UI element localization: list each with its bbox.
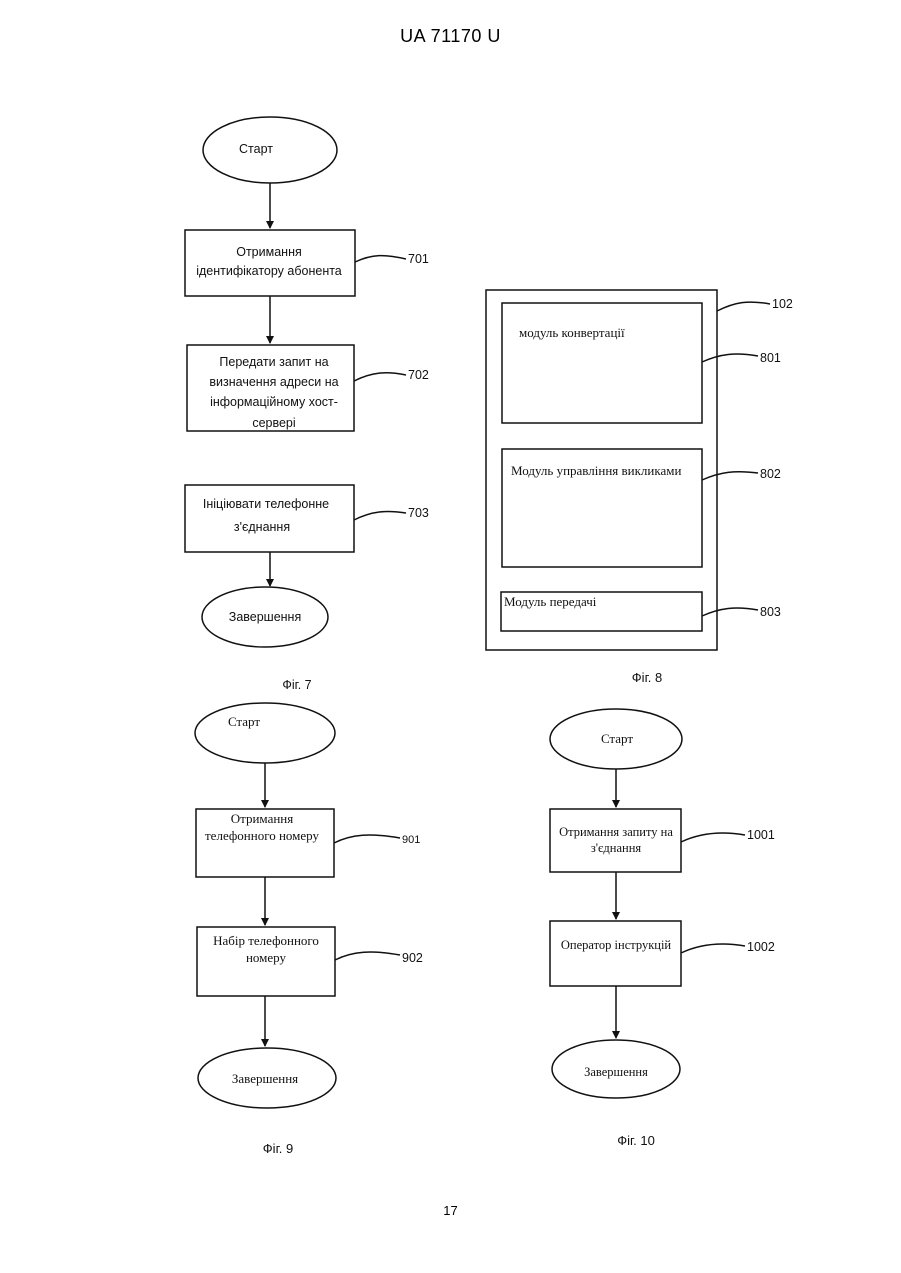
- fig7-ref-703: 703: [408, 506, 429, 520]
- fig9-start-node: [195, 703, 335, 763]
- fig8-ref-801: 801: [760, 351, 781, 365]
- fig7-step3-line1: Ініціювати телефонне: [203, 497, 329, 511]
- fig8-module3-label: Модуль передачі: [504, 594, 597, 609]
- figure-10: [550, 709, 745, 1098]
- fig9-step1-line2: телефонного номеру: [205, 828, 319, 843]
- fig7-leader-702: [354, 373, 406, 381]
- fig7-leader-703: [354, 511, 406, 520]
- fig9-start-label: Старт: [228, 714, 260, 729]
- fig8-ref-802: 802: [760, 467, 781, 481]
- fig8-module2-label: Модуль управління викликами: [511, 463, 681, 478]
- fig10-start-label: Старт: [601, 731, 633, 746]
- fig9-end-label: Завершення: [232, 1071, 298, 1086]
- fig7-step1-box: [185, 230, 355, 296]
- fig9-step2-line2: номеру: [246, 950, 287, 965]
- fig10-ref-1002: 1002: [747, 940, 775, 954]
- fig7-step3-line2: з'єднання: [234, 520, 290, 534]
- fig10-caption: Фіг. 10: [617, 1133, 655, 1148]
- fig7-ref-701: 701: [408, 252, 429, 266]
- fig8-caption: Фіг. 8: [632, 670, 662, 685]
- fig10-step1-line2: з'єднання: [591, 841, 642, 855]
- fig7-step3-box: [185, 485, 354, 552]
- fig9-caption: Фіг. 9: [263, 1141, 293, 1156]
- fig8-module1-label: модуль конвертації: [519, 325, 625, 340]
- fig7-step1-line1: Отримання: [236, 245, 302, 259]
- fig8-leader-102: [717, 302, 770, 311]
- fig7-step2-line3: інформаційному хост-: [210, 395, 338, 409]
- fig8-module1-box: [502, 303, 702, 423]
- fig7-step1-line2: ідентифікатору абонента: [196, 264, 342, 278]
- fig8-ref-102: 102: [772, 297, 793, 311]
- page-number: 17: [0, 1203, 901, 1218]
- fig7-ref-702: 702: [408, 368, 429, 382]
- figure-9: [195, 703, 400, 1108]
- fig9-leader-902: [335, 952, 400, 960]
- fig7-step2-line2: визначення адреси на: [209, 375, 338, 389]
- fig7-end-label: Завершення: [229, 610, 301, 624]
- fig10-step2-box: [550, 921, 681, 986]
- fig7-start-label: Старт: [239, 142, 273, 156]
- fig10-ref-1001: 1001: [747, 828, 775, 842]
- fig7-step2-line4: сервері: [252, 416, 295, 430]
- fig10-step2-line1: Оператор інструкцій: [561, 938, 672, 952]
- fig10-step1-line1: Отримання запиту на: [559, 825, 673, 839]
- fig9-ref-901: 901: [402, 834, 420, 846]
- fig10-end-label: Завершення: [584, 1065, 648, 1079]
- fig8-ref-803: 803: [760, 605, 781, 619]
- fig7-step2-line1: Передати запит на: [219, 355, 328, 369]
- fig9-step1-line1: Отримання: [231, 811, 294, 826]
- fig9-leader-901: [334, 835, 400, 843]
- fig10-leader-1002: [681, 944, 745, 953]
- fig7-caption: Фіг. 7: [282, 678, 311, 692]
- fig9-ref-902: 902: [402, 951, 423, 965]
- fig10-leader-1001: [681, 833, 745, 842]
- fig7-leader-701: [355, 256, 406, 262]
- fig9-step2-line1: Набір телефонного: [213, 933, 319, 948]
